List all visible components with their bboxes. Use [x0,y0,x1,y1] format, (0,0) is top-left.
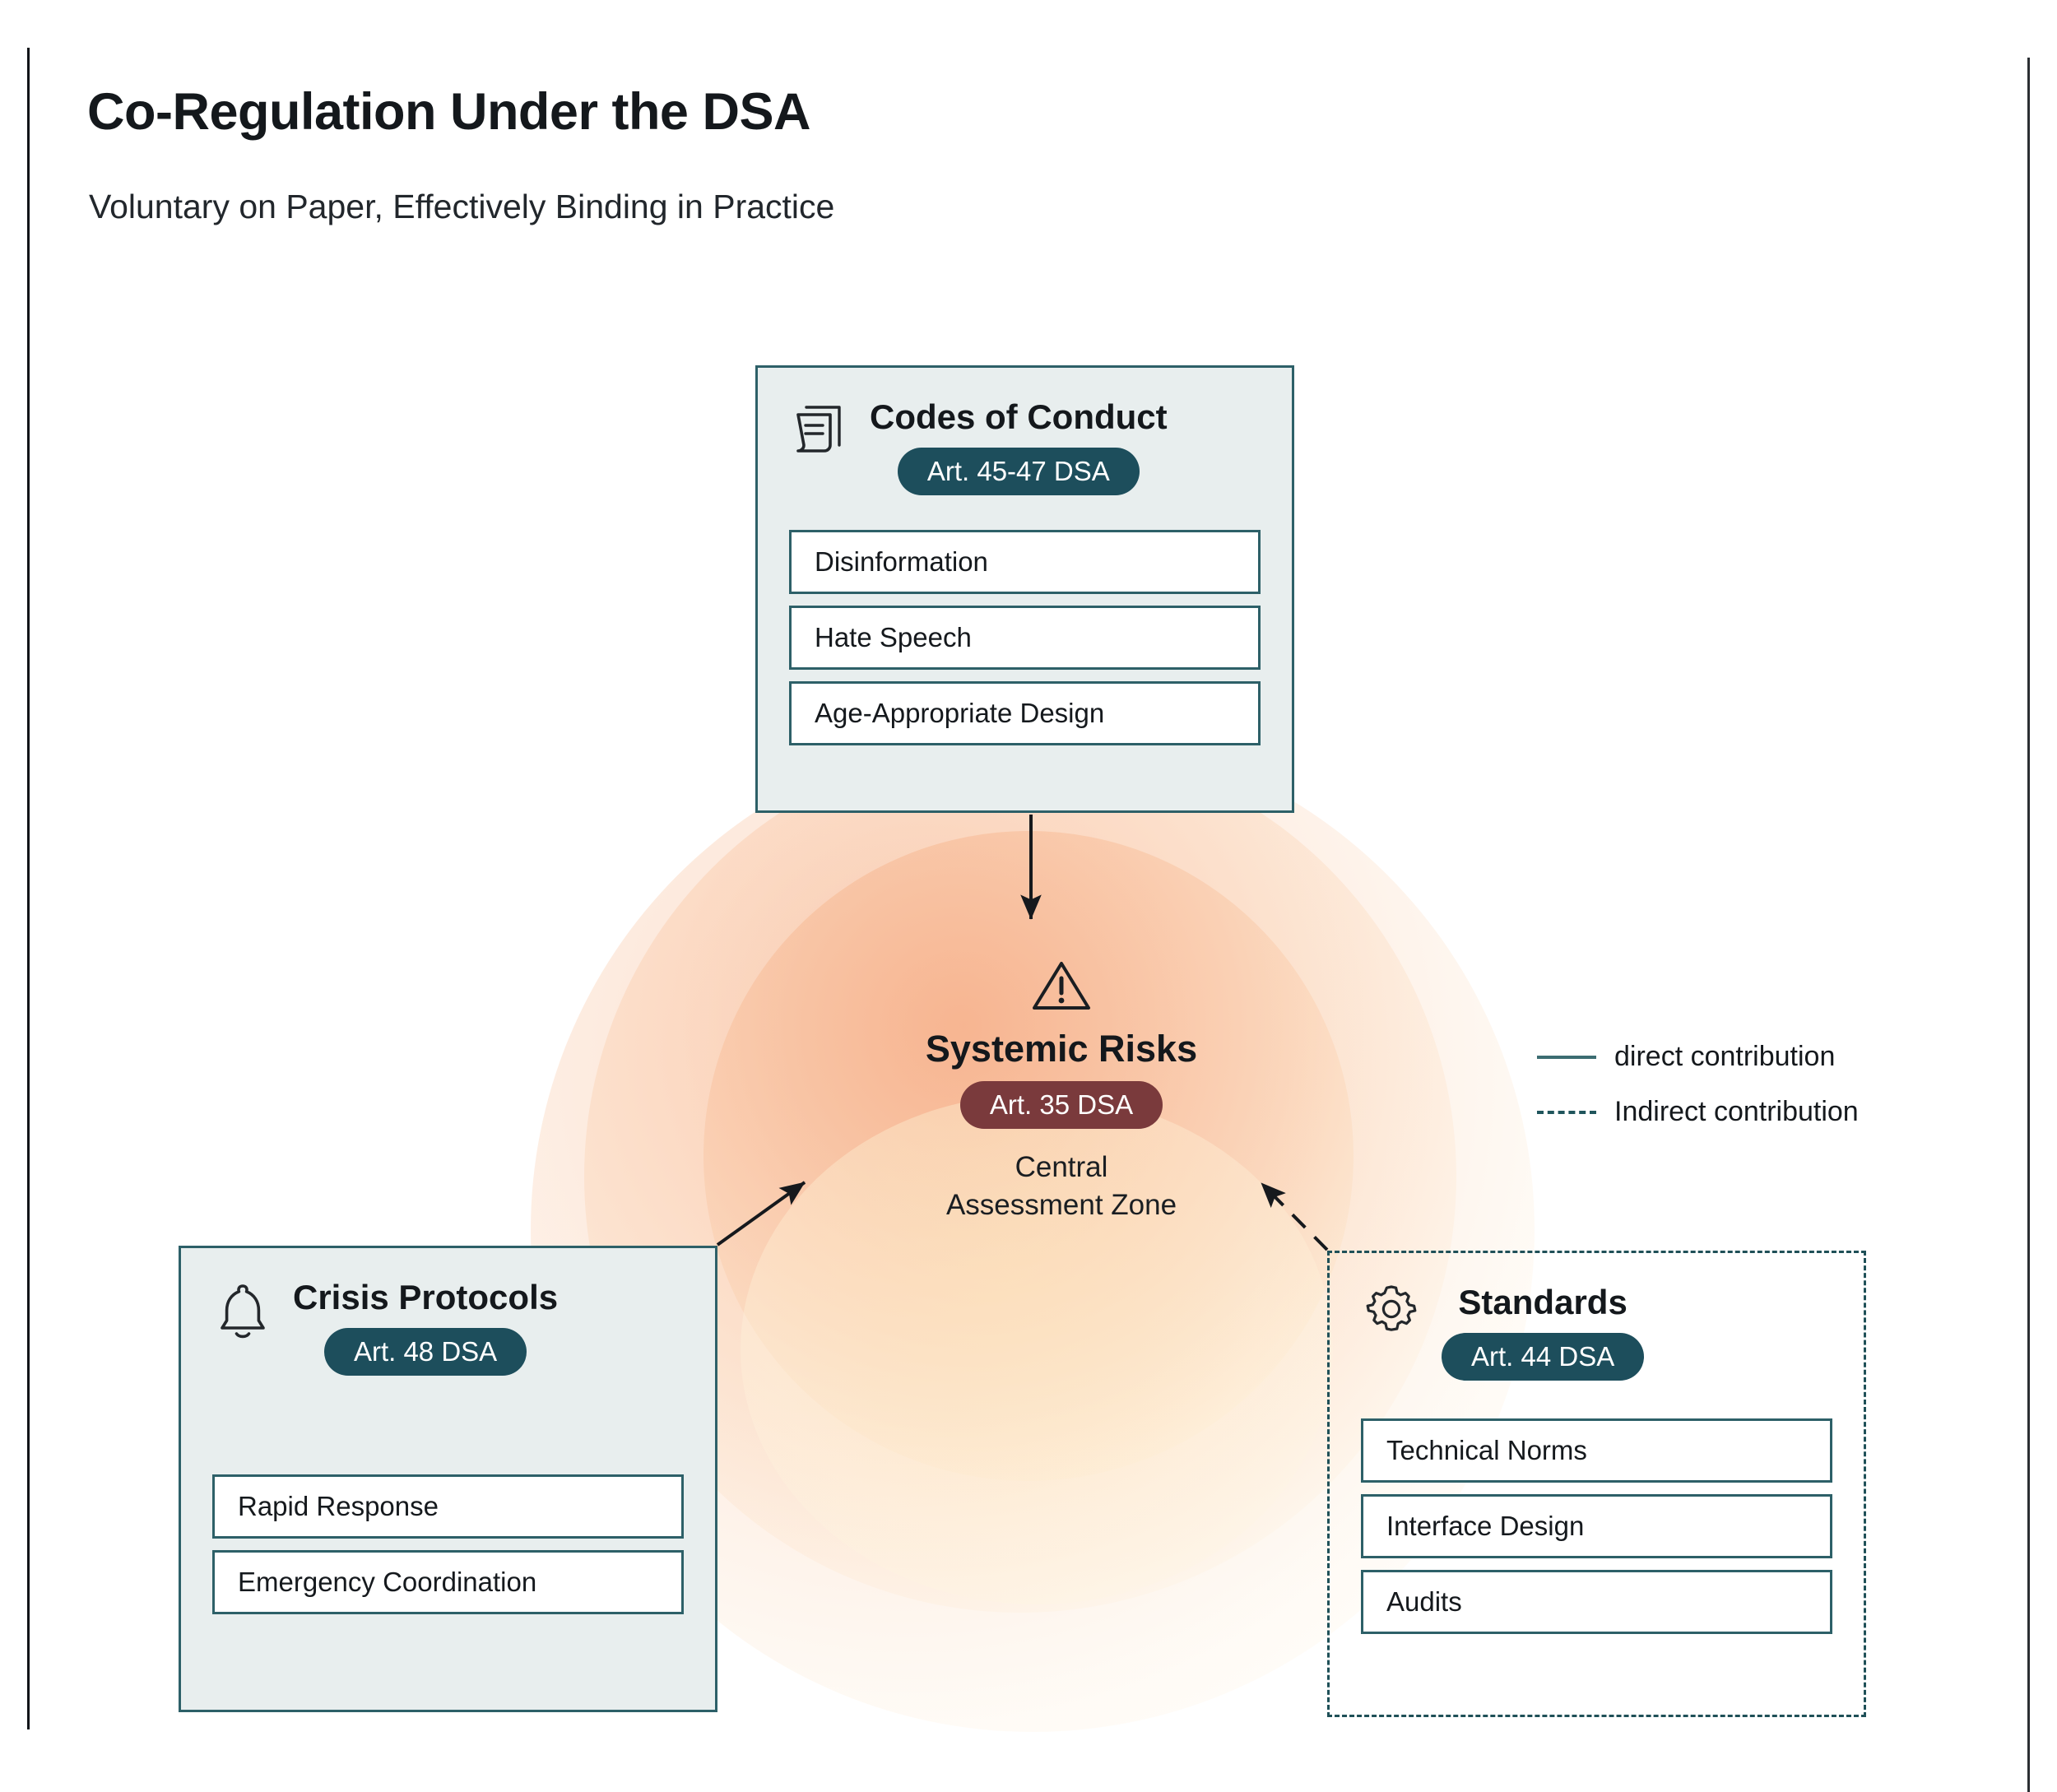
centre-subtitle: Central Assessment Zone [946,1149,1177,1224]
card-header: Standards Art. 44 DSA [1330,1253,1864,1381]
list-item[interactable]: Audits [1361,1570,1832,1635]
legend-item-direct: direct contribution [1537,1041,1859,1073]
centre-subtitle-line-1: Central [1015,1150,1108,1183]
list-item[interactable]: Age-Appropriate Design [789,681,1261,746]
card-item-list: Technical Norms Interface Design Audits [1330,1418,1864,1635]
legend-label: Indirect contribution [1614,1096,1859,1127]
card-title: Crisis Protocols [293,1278,559,1316]
card-title: Codes of Conduct [870,397,1168,436]
card-standards[interactable]: Standards Art. 44 DSA Technical Norms In… [1327,1251,1866,1717]
card-heading-group: Standards Art. 44 DSA [1442,1281,1645,1381]
centre-node-systemic-risks[interactable]: Systemic Risks Art. 35 DSA Central Asses… [839,959,1284,1224]
list-item[interactable]: Disinformation [789,530,1261,595]
list-item[interactable]: Emergency Coordination [212,1550,684,1615]
legend-item-indirect: Indirect contribution [1537,1096,1859,1128]
card-crisis-protocols[interactable]: Crisis Protocols Art. 48 DSA Rapid Respo… [179,1246,717,1712]
legend-label: direct contribution [1614,1041,1836,1072]
right-frame-rule [2027,58,2030,1792]
card-codes-of-conduct[interactable]: Codes of Conduct Art. 45-47 DSA Disinfor… [755,365,1294,813]
card-heading-group: Crisis Protocols Art. 48 DSA [293,1276,558,1376]
card-item-list: Rapid Response Emergency Coordination [181,1474,715,1615]
page-subtitle: Voluntary on Paper, Effectively Binding … [89,188,835,225]
page-title: Co-Regulation Under the DSA [87,83,811,141]
article-badge: Art. 48 DSA [323,1328,527,1376]
list-item[interactable]: Technical Norms [1361,1418,1832,1483]
card-title: Standards [1458,1283,1627,1321]
article-badge: Art. 35 DSA [959,1080,1163,1129]
warning-triangle-icon [1031,959,1092,1017]
list-item[interactable]: Hate Speech [789,606,1261,671]
card-header: Codes of Conduct Art. 45-47 DSA [758,368,1292,496]
card-item-list: Disinformation Hate Speech Age-Appropria… [758,530,1292,746]
gear-icon [1359,1281,1423,1350]
left-frame-rule [27,48,30,1729]
legend: direct contribution Indirect contributio… [1537,1041,1859,1128]
card-header: Crisis Protocols Art. 48 DSA [181,1248,715,1376]
centre-title: Systemic Risks [925,1028,1198,1070]
list-item[interactable]: Interface Design [1361,1494,1832,1559]
list-item[interactable]: Rapid Response [212,1474,684,1539]
connector-crisis-to-centre [716,1181,806,1247]
article-badge: Art. 44 DSA [1442,1333,1645,1381]
bell-icon [211,1276,275,1345]
dashed-line-icon [1537,1110,1596,1114]
article-badge: Art. 45-47 DSA [897,448,1140,496]
document-stack-icon [787,396,852,465]
solid-line-icon [1537,1055,1596,1059]
centre-subtitle-line-2: Assessment Zone [945,1188,1177,1221]
card-heading-group: Codes of Conduct Art. 45-47 DSA [870,396,1168,496]
